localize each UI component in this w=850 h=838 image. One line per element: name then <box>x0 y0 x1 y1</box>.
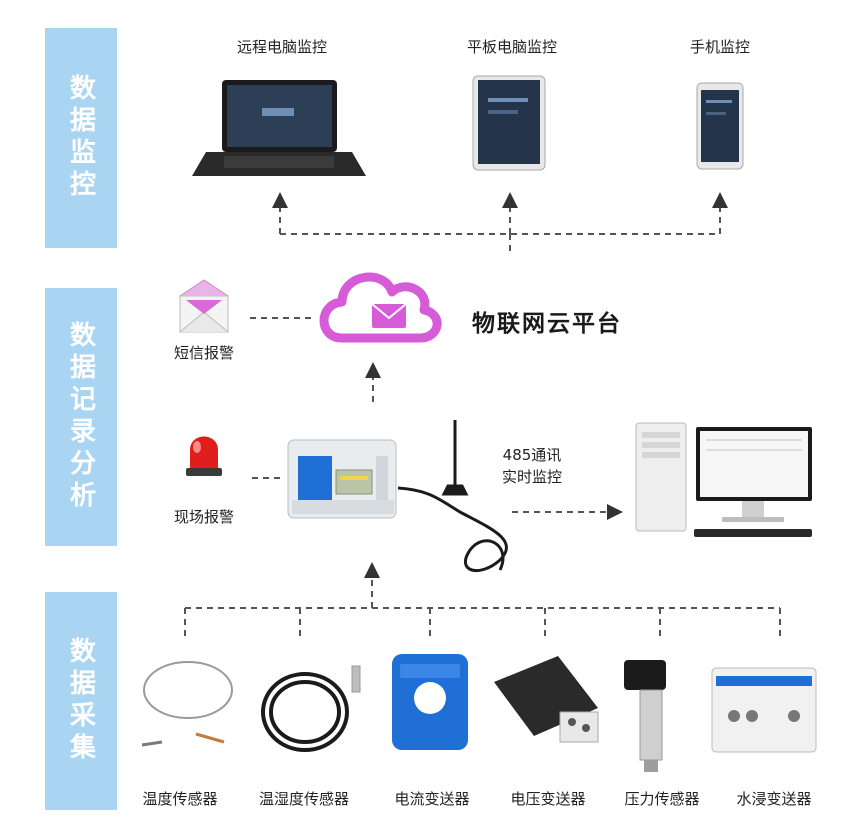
section-label: 数据采集 <box>65 637 96 765</box>
antenna-icon <box>397 420 508 572</box>
section-data-monitoring: 数据监控 <box>45 28 117 248</box>
device-label-phone: 手机监控 <box>689 38 751 56</box>
cloud-icon <box>319 272 442 343</box>
phone-icon <box>696 82 744 170</box>
sensor-label: 压力传感器 <box>624 790 700 808</box>
section-data-acquisition: 数据采集 <box>45 592 117 810</box>
alarm-light-icon <box>186 436 222 476</box>
sensor-label: 电流变送器 <box>394 790 470 808</box>
sensor-dashed-bus <box>184 562 781 640</box>
comm-label-line2: 实时监控 <box>501 468 563 486</box>
laptop-icon <box>192 80 366 176</box>
section-label: 数据记录分析 <box>65 321 96 513</box>
section-data-recording-analysis: 数据记录分析 <box>45 288 117 546</box>
envelope-icon <box>179 279 229 333</box>
sensor-label: 温度传感器 <box>142 790 218 808</box>
humidity-sensor-icon <box>261 665 361 752</box>
sms-alarm-label: 短信报警 <box>173 344 235 362</box>
device-label-remote-pc: 远程电脑监控 <box>236 38 328 56</box>
device-label-tablet: 平板电脑监控 <box>466 38 558 56</box>
transmitter-module-icon <box>287 439 397 519</box>
sensor-label: 温湿度传感器 <box>258 790 350 808</box>
sensor-label: 水浸变送器 <box>736 790 812 808</box>
sensor-label: 电压变送器 <box>510 790 586 808</box>
desktop-computer-icon <box>635 422 812 537</box>
top-dashed-connector <box>272 192 728 254</box>
comm-label-line1: 485通讯 <box>502 446 562 464</box>
temperature-probe-icon <box>141 661 233 747</box>
pressure-sensor-icon <box>624 660 666 772</box>
section-label: 数据监控 <box>65 74 96 202</box>
site-alarm-label: 现场报警 <box>173 508 235 526</box>
current-transmitter-icon <box>392 654 468 750</box>
cloud-platform-label: 物联网云平台 <box>472 311 622 337</box>
voltage-transmitter-icon <box>494 656 599 743</box>
tablet-icon <box>472 75 546 171</box>
water-leak-transmitter-icon <box>711 667 817 753</box>
